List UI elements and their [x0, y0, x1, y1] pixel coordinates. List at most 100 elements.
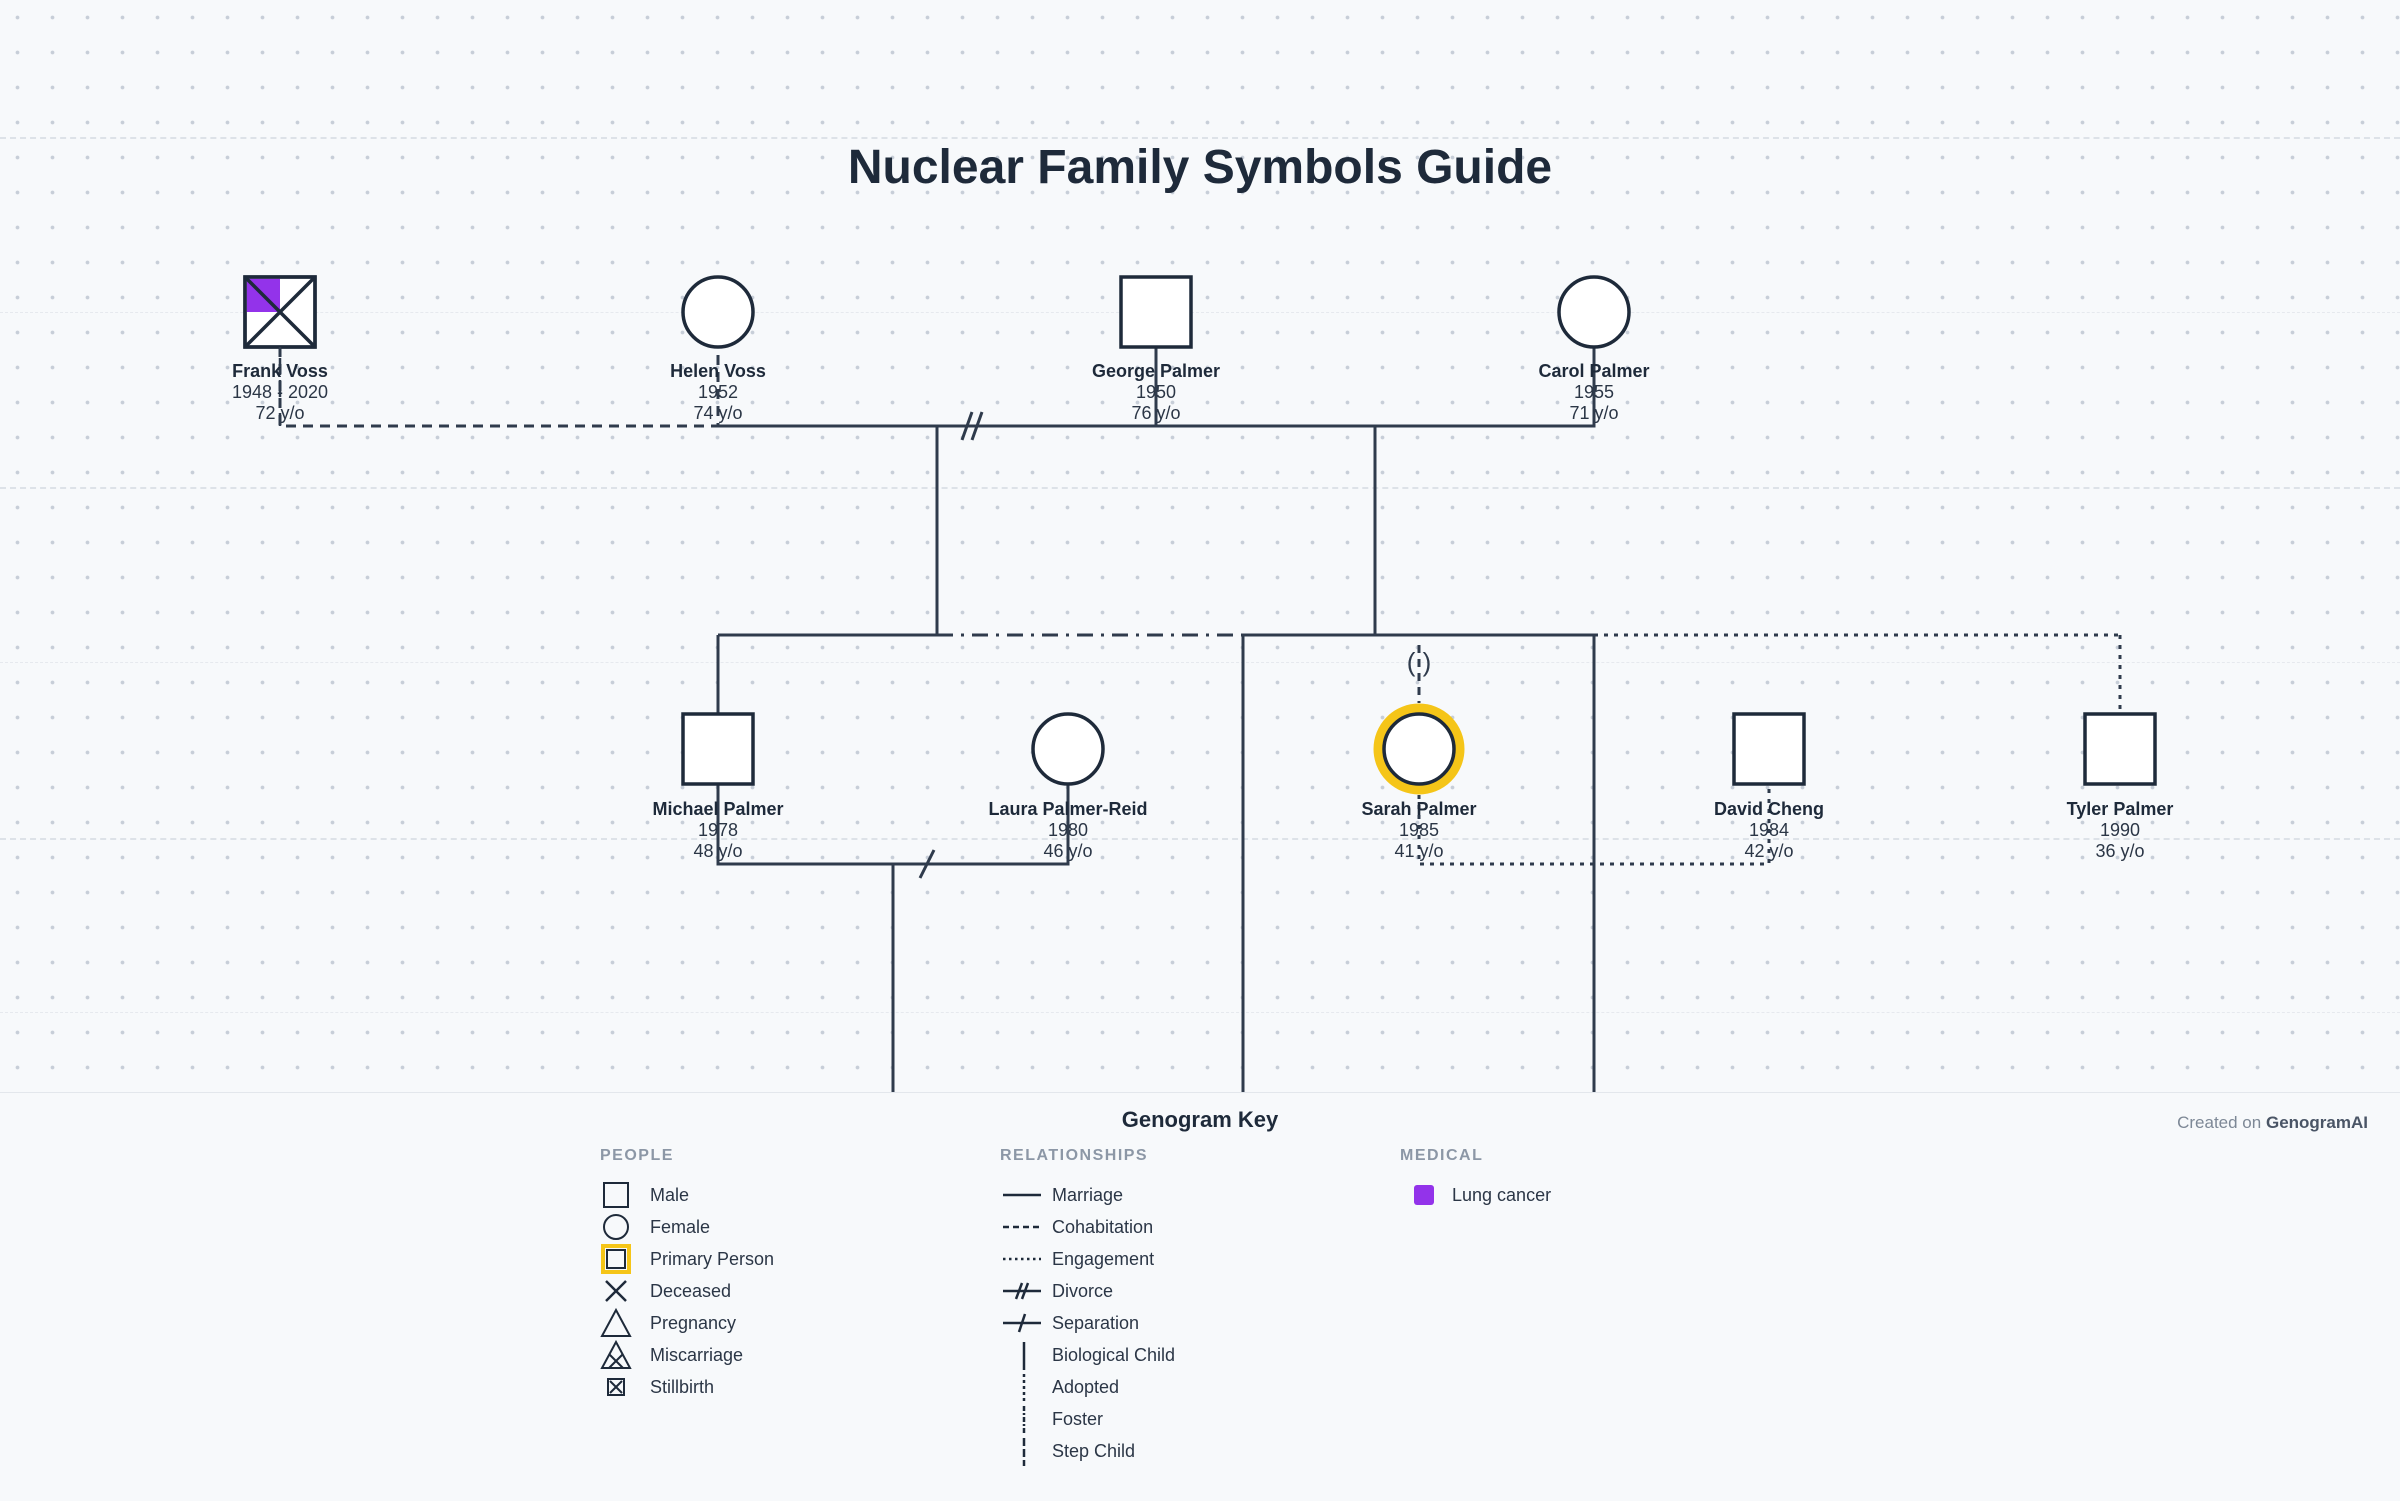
person-age: 76 y/o — [1131, 403, 1181, 423]
divorce-mark — [970, 411, 984, 441]
person-carol-symbol — [1557, 275, 1631, 349]
legend-label: Adopted — [1052, 1376, 1120, 1397]
guide-line — [0, 838, 2400, 840]
pregnancy-marker: ( ) — [1407, 647, 1432, 677]
person-years: 1978 — [697, 820, 739, 840]
person-name: Helen Voss — [670, 361, 766, 381]
person-age: 41 y/o — [1394, 841, 1444, 861]
legend-label: Miscarriage — [650, 1344, 744, 1365]
person-name: Frank Voss — [232, 361, 328, 381]
legend-medical-section: MEDICAL Lung cancer — [1400, 1147, 1551, 1211]
person-frank-symbol — [243, 275, 317, 349]
legend-label: Biological Child — [1052, 1344, 1176, 1365]
engagement-line — [1417, 785, 1771, 866]
legend-item: Female — [600, 1211, 774, 1243]
person-label-george[interactable]: George Palmer 1950 76 y/o — [1026, 361, 1286, 424]
person-michael-symbol — [681, 712, 755, 786]
genogram-canvas[interactable] — [0, 0, 2400, 1092]
person-sarah-symbol — [1382, 712, 1456, 786]
person-age: 46 y/o — [1043, 841, 1093, 861]
legend-label: Female — [650, 1216, 711, 1237]
guide-line — [0, 137, 2400, 139]
legend-label: Primary Person — [650, 1248, 775, 1269]
person-age: 36 y/o — [2095, 841, 2145, 861]
person-label-helen[interactable]: Helen Voss 1952 74 y/o — [588, 361, 848, 424]
person-name: Michael Palmer — [652, 799, 784, 819]
genogram-diagram: ( ) — [243, 275, 2157, 1092]
person-laura-symbol — [1031, 712, 1105, 786]
legend-item: Cohabitation — [1000, 1211, 1175, 1243]
person-years: 1984 — [1748, 820, 1790, 840]
guide-line — [0, 312, 2400, 313]
legend-item: Divorce — [1000, 1275, 1175, 1307]
engagement-line-icon — [1003, 1257, 1041, 1261]
legend-label: Divorce — [1052, 1280, 1114, 1301]
cohabitation-line-icon — [1003, 1225, 1041, 1229]
person-age: 74 y/o — [693, 403, 743, 423]
deceased-icon — [605, 1280, 627, 1302]
pregnancy-icon — [600, 1308, 632, 1337]
person-years: 1980 — [1047, 820, 1089, 840]
legend-label: Engagement — [1052, 1248, 1155, 1269]
legend-label: Separation — [1052, 1312, 1140, 1333]
legend-item: Biological Child — [1000, 1339, 1175, 1371]
legend-title: Genogram Key — [1121, 1107, 1279, 1132]
credit-prefix: Created on — [2177, 1113, 2262, 1132]
legend-label: Marriage — [1052, 1184, 1124, 1205]
legend-label: Lung cancer — [1452, 1184, 1552, 1205]
legend-item: Miscarriage — [600, 1339, 774, 1371]
legend-item: Male — [600, 1179, 774, 1211]
divorce-mark — [960, 411, 974, 441]
brand-name: GenogramAI — [2265, 1113, 2368, 1132]
legend-people-heading: PEOPLE — [600, 1147, 674, 1164]
legend-relationships-heading: RELATIONSHIPS — [1000, 1147, 1149, 1164]
person-years: 1955 — [1573, 382, 1615, 402]
biological-child-line-icon — [1022, 1342, 1026, 1370]
person-years: 1985 — [1398, 820, 1440, 840]
legend-item: Deceased — [600, 1275, 774, 1307]
legend-label: Pregnancy — [650, 1312, 737, 1333]
legend-label: Cohabitation — [1052, 1216, 1154, 1237]
person-name: David Cheng — [1713, 799, 1824, 819]
person-label-frank[interactable]: Frank Voss 1948 - 2020 72 y/o — [150, 361, 410, 424]
guide-line — [0, 1012, 2400, 1013]
person-helen-symbol — [681, 275, 755, 349]
legend-item: Stillbirth — [600, 1371, 774, 1403]
person-label-david[interactable]: David Cheng 1984 42 y/o — [1639, 799, 1899, 862]
person-age: 72 y/o — [255, 403, 305, 423]
person-label-laura[interactable]: Laura Palmer-Reid 1980 46 y/o — [938, 799, 1198, 862]
legend-item: Engagement — [1000, 1243, 1175, 1275]
miscarriage-icon — [600, 1340, 632, 1369]
credit-link[interactable]: Created on GenogramAI — [2177, 1113, 2368, 1133]
legend-item: Marriage — [1000, 1179, 1175, 1211]
person-label-carol[interactable]: Carol Palmer 1955 71 y/o — [1464, 361, 1724, 424]
guide-line — [0, 662, 2400, 663]
person-label-michael[interactable]: Michael Palmer 1978 48 y/o — [588, 799, 848, 862]
legend-item: Lung cancer — [1400, 1179, 1551, 1211]
divorce-line-icon — [1003, 1282, 1041, 1300]
person-years: 1950 — [1135, 382, 1177, 402]
foster-line-icon — [1022, 1406, 1026, 1434]
marriage-line-icon — [1003, 1193, 1041, 1197]
person-david-symbol — [1732, 712, 1806, 786]
person-years: 1952 — [697, 382, 739, 402]
person-name: Tyler Palmer — [2066, 799, 2174, 819]
condition-swatch-icon — [1414, 1185, 1434, 1205]
legend-label: Step Child — [1052, 1440, 1136, 1461]
person-years: 1990 — [2099, 820, 2141, 840]
legend-item: Primary Person — [600, 1243, 774, 1275]
guide-line — [0, 487, 2400, 489]
person-label-sarah[interactable]: Sarah Palmer 1985 41 y/o — [1289, 799, 1549, 862]
person-age: 48 y/o — [693, 841, 743, 861]
person-label-tyler[interactable]: Tyler Palmer 1990 36 y/o — [1990, 799, 2250, 862]
stillbirth-icon — [607, 1378, 625, 1396]
separation-mark — [918, 849, 936, 879]
primary-person-ring — [1373, 703, 1465, 795]
legend-label: Deceased — [650, 1280, 732, 1301]
step-child-line-icon — [1022, 1438, 1026, 1466]
marriage-line — [1156, 347, 1596, 428]
cohabitation-line — [278, 347, 720, 428]
legend-medical-heading: MEDICAL — [1400, 1147, 1484, 1164]
legend-item: Separation — [1000, 1307, 1175, 1339]
legend-label: Stillbirth — [650, 1376, 715, 1397]
